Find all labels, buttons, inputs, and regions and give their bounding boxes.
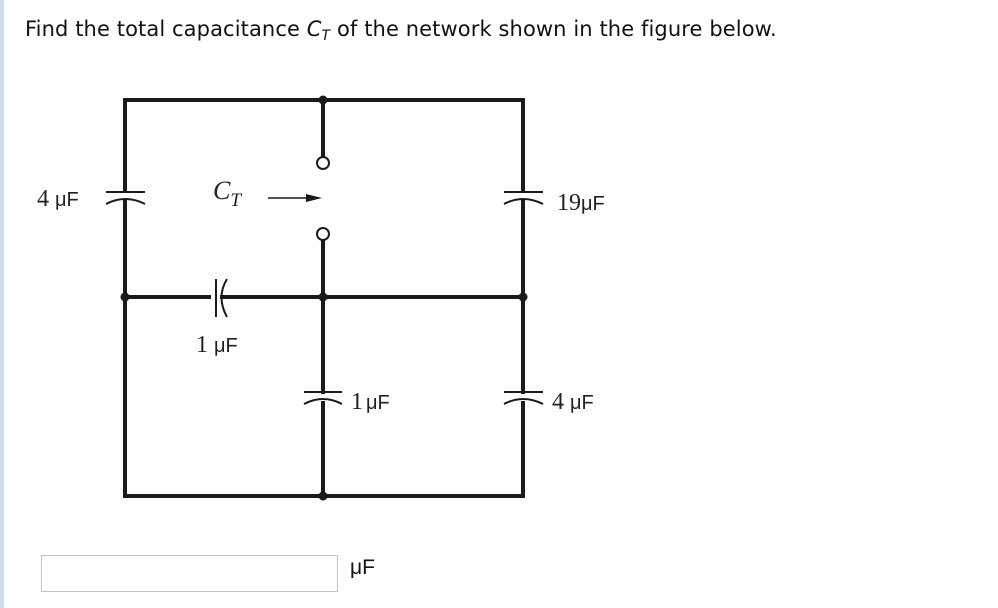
node-bottom-center bbox=[318, 491, 328, 501]
capacitor-left-top-symbol bbox=[105, 191, 146, 205]
left-border-bar bbox=[0, 0, 4, 608]
capacitor-right-bottom-symbol bbox=[503, 391, 544, 405]
label-ct: CT bbox=[213, 176, 242, 211]
capacitor-right-top-symbol bbox=[503, 191, 544, 205]
capacitor-middle-horizontal-symbol bbox=[215, 278, 228, 318]
terminal-bottom bbox=[316, 227, 330, 241]
node-middle-left bbox=[120, 292, 130, 302]
answer-input[interactable] bbox=[41, 555, 338, 592]
question-suffix: of the network shown in the figure below… bbox=[330, 17, 777, 41]
answer-unit: μF bbox=[350, 556, 375, 579]
capacitor-center-bottom-symbol bbox=[303, 391, 343, 405]
question-text: Find the total capacitance CT of the net… bbox=[25, 17, 777, 44]
node-top-center bbox=[318, 95, 328, 105]
node-middle-center bbox=[318, 292, 328, 302]
ct-symbol-main: C bbox=[306, 17, 322, 41]
ct-symbol-sub: T bbox=[321, 28, 331, 44]
node-middle-right bbox=[518, 292, 528, 302]
label-right-top: 19μF bbox=[557, 190, 605, 216]
terminal-top bbox=[316, 156, 330, 170]
question-prefix: Find the total capacitance bbox=[25, 17, 307, 41]
ct-symbol: CT bbox=[306, 17, 331, 44]
ct-arrow-head-icon bbox=[306, 194, 322, 202]
